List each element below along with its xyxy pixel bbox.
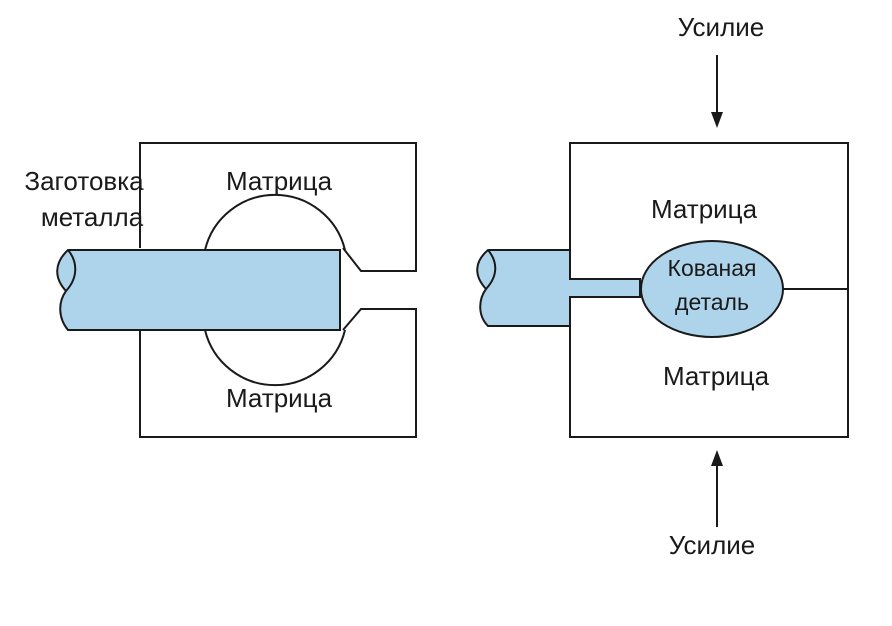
force-arrow-top [711,55,723,128]
blank-end-ellipse [65,249,77,292]
left-die-assembly [139,142,417,438]
rod-end-ellipse [485,249,497,290]
force-top-label: Усилие [678,12,764,42]
left-lower-die [139,308,417,438]
left-upper-die-label: Матрица [226,166,333,196]
force-arrow-bottom [711,450,723,527]
blank-label-line1: Заготовка [24,166,144,196]
blank-label-line2: металла [41,202,144,232]
right-lower-die-label: Матрица [663,361,770,391]
metal-blank [56,249,341,331]
forged-part [640,240,784,338]
right-upper-die-label: Матрица [651,194,758,224]
force-bottom-label: Усилие [669,530,755,560]
left-upper-die [139,142,417,272]
left-die-cavity-bottom [204,329,346,387]
forged-metal [476,240,784,338]
arrow-up-icon [711,450,723,466]
forged-part-label-line2: деталь [675,289,749,315]
forged-part-label-line1: Кованая [668,255,757,281]
left-die-cavity-top [204,193,346,251]
arrow-down-icon [711,112,723,128]
left-lower-die-label: Матрица [226,383,333,413]
